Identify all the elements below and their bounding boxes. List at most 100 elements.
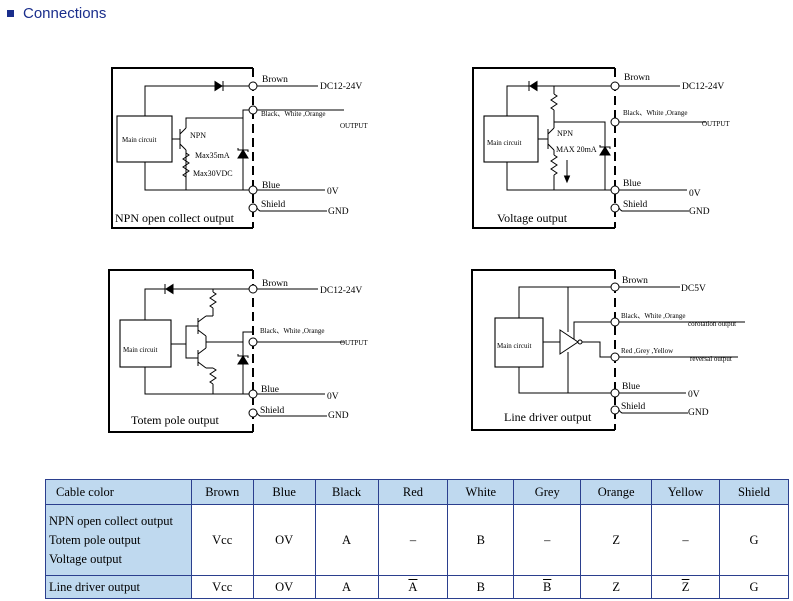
npn-shield-label: Shield	[261, 200, 286, 210]
cell-red: –	[377, 504, 449, 576]
line-reversal-label: reversal output	[690, 355, 732, 363]
line-shield-label: Shield	[621, 402, 646, 412]
table-row: Line driver output Vcc OV A A B B Z Z G	[45, 575, 789, 599]
line-housing-border	[471, 269, 615, 431]
npn-transistor-label: NPN	[190, 131, 206, 140]
totem-gnd-label: GND	[328, 411, 349, 421]
npn-resistor-icon	[182, 152, 190, 178]
cell-white: B	[447, 575, 515, 599]
bullet-square-icon	[7, 9, 14, 17]
cable-color-table: Cable color Brown Blue Black Red White G…	[45, 479, 789, 599]
voltage-brown-terminal	[610, 81, 620, 91]
cell-yellow: Z	[651, 575, 721, 599]
totem-brown-terminal	[248, 284, 258, 294]
totem-blue-terminal	[248, 389, 258, 399]
voltage-output-terminal	[610, 117, 620, 127]
npn-output-label: OUTPUT	[340, 122, 368, 130]
totem-output-label: OUTPUT	[340, 339, 368, 347]
totem-zero-rail	[144, 367, 253, 395]
voltage-output-diagram: Main circuit NPN MAX 20mA	[472, 67, 730, 229]
voltage-brown-label: Brown	[624, 73, 650, 83]
totem-shield-label: Shield	[260, 406, 285, 416]
table-row: NPN open collect output Totem pole outpu…	[45, 504, 789, 576]
cell-shield: G	[719, 575, 789, 599]
col-header-blue: Blue	[252, 479, 316, 505]
row-label-cell: NPN open collect output Totem pole outpu…	[45, 504, 192, 576]
voltage-output-label: OUTPUT	[702, 120, 730, 128]
totem-brown-rail	[144, 288, 253, 320]
totem-upper-resistor-icon	[209, 289, 217, 316]
voltage-gnd-label: GND	[689, 207, 710, 217]
line-blue-terminal	[610, 388, 620, 398]
line-main-circuit-label: Main circuit	[497, 342, 531, 350]
totem-signal-wires-label: Black、White ,Orange	[260, 327, 325, 335]
page-title: Connections	[23, 4, 107, 22]
voltage-shield-label: Shield	[623, 200, 648, 210]
line-brown-terminal	[610, 282, 620, 292]
npn-max-voltage: Max30VDC	[193, 169, 233, 178]
voltage-caption: Voltage output	[497, 211, 568, 225]
npn-shield-terminal	[248, 203, 258, 213]
npn-0v-label: 0V	[327, 187, 339, 197]
npn-open-collector-diagram: Main circuit NPN Max35mA Max30VDC	[111, 67, 368, 229]
totem-caption: Totem pole output	[131, 413, 219, 427]
npn-brown-terminal	[248, 81, 258, 91]
npn-blue-terminal	[248, 185, 258, 195]
line-signal-wires-label: Black、White ,Orange	[621, 312, 686, 320]
section-header: Connections	[7, 3, 106, 23]
cell-white: B	[447, 504, 515, 576]
voltage-blue-label: Blue	[623, 179, 641, 189]
npn-brown-label: Brown	[262, 75, 288, 85]
line-brown-label: Brown	[622, 276, 648, 286]
voltage-0v-label: 0V	[689, 189, 701, 199]
npn-shield-wire	[256, 207, 327, 212]
line-caption: Line driver output	[504, 410, 592, 424]
cell-shield: G	[719, 504, 789, 576]
totem-0v-label: 0V	[327, 392, 339, 402]
npn-zero-rail	[144, 162, 253, 191]
voltage-current-arrow-icon	[563, 160, 571, 184]
npn-housing-border	[111, 67, 253, 229]
totem-output-terminal	[248, 337, 258, 347]
totem-zener-icon	[237, 342, 249, 394]
totem-transistor-pair-icon	[171, 315, 253, 369]
voltage-max-current: MAX 20mA	[556, 145, 597, 154]
line-reverse-wires-label: Red ,Grey ,Yellow	[621, 347, 674, 355]
voltage-transistor-label: NPN	[557, 129, 573, 138]
totem-brown-label: Brown	[262, 279, 288, 289]
line-driver-buffer-icon	[543, 287, 615, 393]
voltage-signal-wires-label: Black、White ,Orange	[623, 109, 688, 117]
line-gnd-label: GND	[688, 408, 709, 418]
totem-blue-label: Blue	[261, 385, 279, 395]
cell-black: A	[314, 575, 379, 599]
npn-max-current: Max35mA	[195, 151, 230, 160]
line-supply-label: DC5V	[681, 284, 706, 294]
cell-yellow-inverted: Z	[681, 579, 690, 594]
line-corotation-label: corotation output	[688, 320, 736, 328]
totem-lower-resistor-icon	[209, 367, 217, 394]
npn-caption: NPN open collect output	[115, 211, 235, 225]
totem-supply-label: DC12-24V	[320, 286, 362, 296]
cell-blue: OV	[252, 575, 316, 599]
line-corotation-terminal	[610, 317, 620, 327]
voltage-zero-rail	[506, 162, 615, 191]
voltage-emitter-resistor-icon	[550, 154, 558, 190]
totem-diode-icon	[164, 283, 174, 295]
totem-pole-diagram: Main circuit	[108, 269, 368, 433]
cell-black: A	[314, 504, 379, 576]
row-label-npn: NPN open collect output	[49, 513, 173, 528]
cell-grey-inverted: B	[543, 579, 552, 594]
totem-main-circuit-box	[119, 319, 172, 368]
cell-brown: Vcc	[190, 575, 254, 599]
col-header-cable-color: Cable color	[45, 479, 192, 505]
cell-brown: Vcc	[190, 504, 254, 576]
line-driver-diagram: Main circuit Brown DC5V Black、White ,Ora…	[471, 269, 745, 431]
npn-main-circuit-label: Main circuit	[122, 136, 156, 144]
totem-shield-wire	[256, 412, 327, 417]
table-header-row: Cable color Brown Blue Black Red White G…	[45, 479, 789, 505]
cell-orange: Z	[580, 575, 653, 599]
npn-supply-label: DC12-24V	[320, 82, 362, 92]
cell-red: A	[377, 575, 449, 599]
cell-blue: OV	[252, 504, 316, 576]
npn-brown-rail	[144, 85, 253, 116]
